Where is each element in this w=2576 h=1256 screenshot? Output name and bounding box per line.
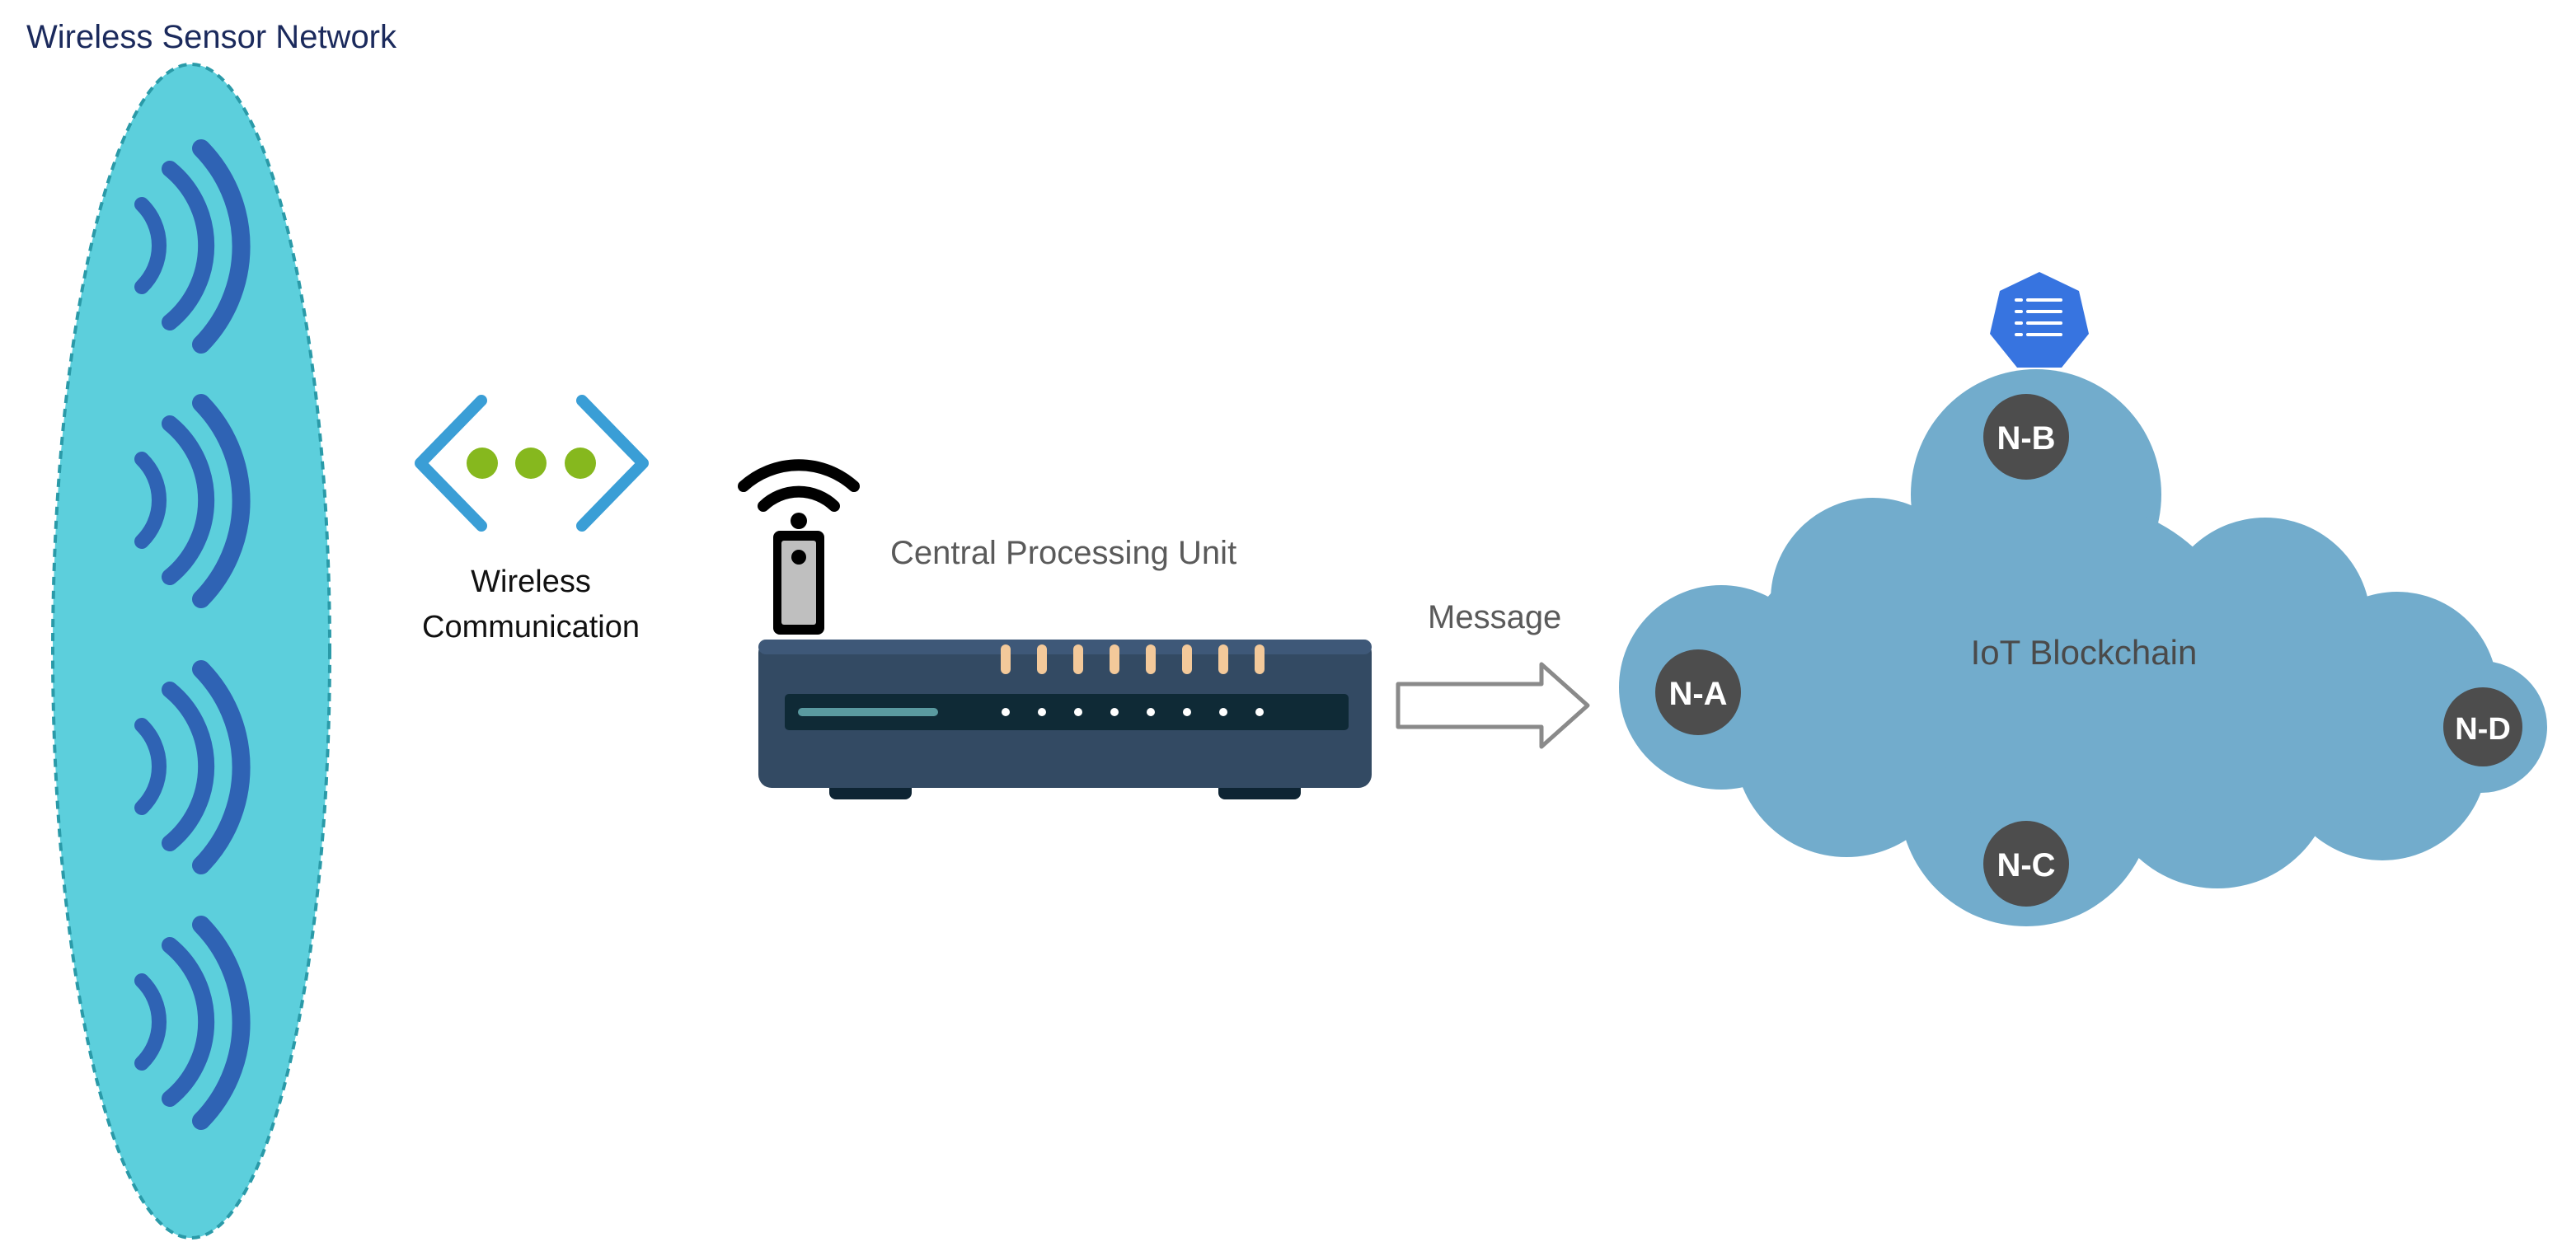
node-c: N-C <box>1983 821 2069 907</box>
wireless-label-line1: Wireless <box>471 565 591 599</box>
node-d-label: N-D <box>2455 712 2511 747</box>
blockchain-cloud <box>1619 369 2547 926</box>
node-d: N-D <box>2443 687 2522 766</box>
router-icon <box>738 459 1372 799</box>
connection-dots-icon <box>415 395 649 532</box>
ledger-list-icon <box>1990 272 2089 368</box>
node-a: N-A <box>1655 649 1741 735</box>
sensor-network-ellipse <box>51 63 331 1240</box>
sensor-signal-icon-1 <box>134 139 251 354</box>
wsn-title: Wireless Sensor Network <box>26 19 397 55</box>
right-arrow-icon <box>1396 662 1590 749</box>
sensor-signal-icon-3 <box>134 660 251 874</box>
blockchain-label: IoT Blockchain <box>1971 633 2198 672</box>
node-c-label: N-C <box>1997 847 2055 883</box>
wifi-icon <box>738 459 860 529</box>
node-a-label: N-A <box>1668 676 1727 712</box>
message-label: Message <box>1428 599 1561 635</box>
node-b-label: N-B <box>1997 420 2055 457</box>
sensor-signal-icon-2 <box>134 394 251 608</box>
wireless-label-line2: Communication <box>422 610 640 644</box>
cpu-label: Central Processing Unit <box>890 535 1236 571</box>
node-b: N-B <box>1983 394 2069 480</box>
sensor-signal-icon-4 <box>134 916 251 1130</box>
